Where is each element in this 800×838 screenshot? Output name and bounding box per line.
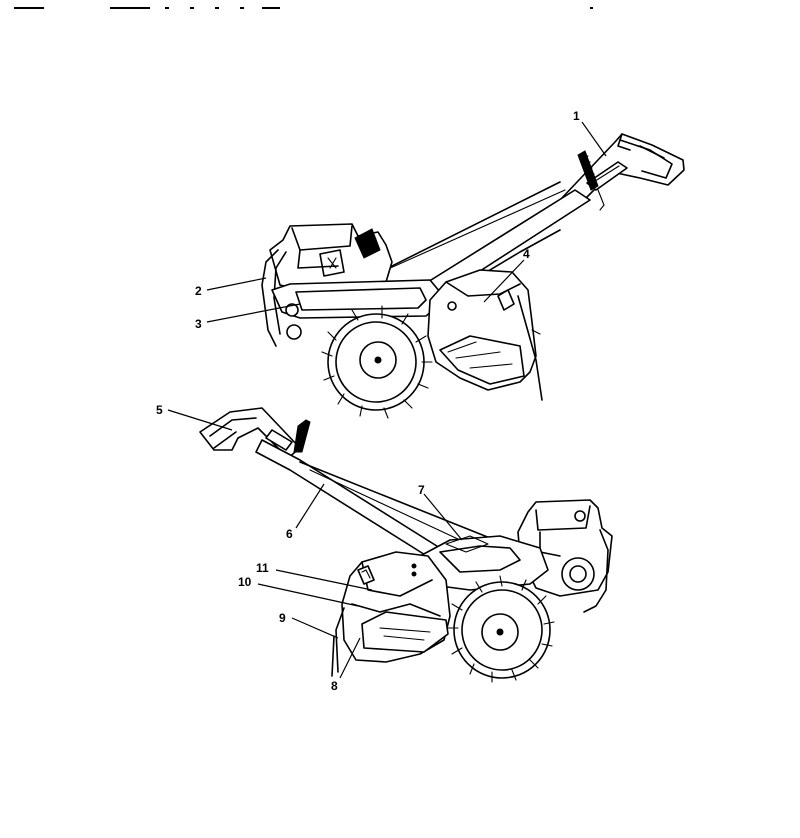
leader-11 [275, 569, 373, 591]
leader-1 [581, 121, 607, 157]
cropped-header-marks [14, 7, 593, 9]
leader-8 [339, 637, 361, 679]
callout-5: 5 [156, 403, 163, 417]
leader-2 [206, 277, 267, 291]
callout-4: 4 [523, 247, 530, 261]
callout-1: 1 [573, 109, 580, 123]
upper-tiller-illustration [261, 133, 685, 419]
callout-6: 6 [286, 527, 293, 541]
leader-9 [291, 617, 339, 639]
leader-lines [167, 121, 607, 679]
callout-11: 11 [256, 561, 269, 575]
leader-5 [167, 409, 233, 431]
callout-8: 8 [331, 679, 338, 693]
leader-10 [257, 583, 359, 607]
callout-7: 7 [418, 483, 425, 497]
callout-10: 10 [238, 575, 252, 589]
callout-labels: 1 2 3 4 5 6 7 8 9 10 11 [156, 109, 580, 693]
leader-6 [295, 483, 325, 529]
leader-3 [206, 303, 301, 323]
callout-3: 3 [195, 317, 202, 331]
leader-7 [423, 493, 463, 541]
leader-4 [483, 259, 525, 303]
lower-tiller-illustration [199, 407, 613, 683]
callout-9: 9 [279, 611, 286, 625]
callout-2: 2 [195, 284, 202, 298]
cropped-header-text [0, 0, 800, 9]
